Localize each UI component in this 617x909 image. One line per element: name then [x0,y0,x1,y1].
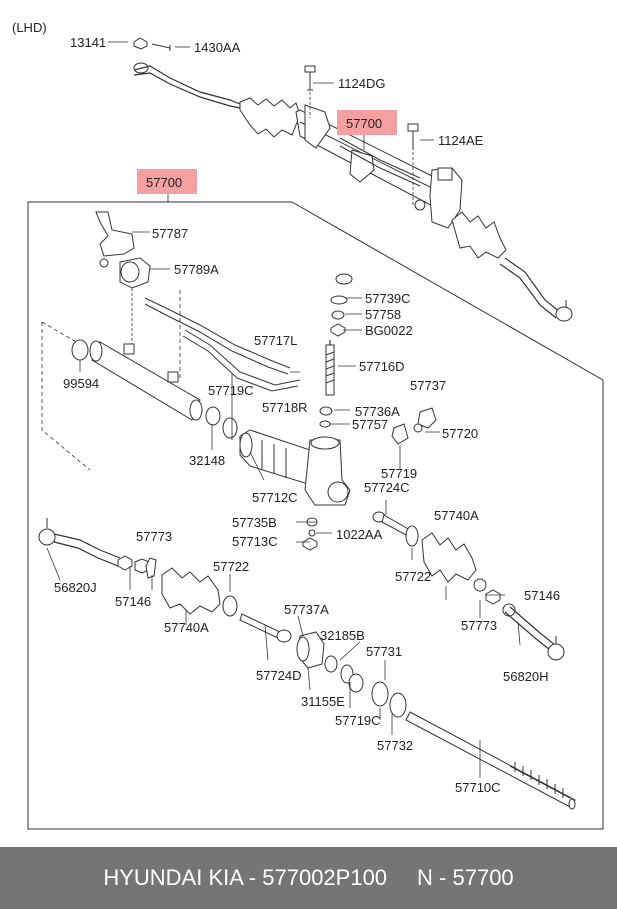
label-57758: 57758 [365,307,401,322]
label-57716d: 57716D [359,359,405,374]
label-57773-left: 57773 [136,529,172,544]
top-assembly-drawing [108,37,573,322]
label-99594: 99594 [63,376,99,391]
label-31155e: 31155E [301,694,345,709]
label-57739c: 57739C [365,291,411,306]
label-1022aa: 1022AA [336,527,383,542]
label-57713c: 57713C [232,534,278,549]
label-57720: 57720 [442,426,478,441]
label-57736a: 57736A [355,404,400,419]
label-57722-left: 57722 [213,559,249,574]
callout-labels: (LHD) 13141 1430AA 1124DG 57700 1124AE 5… [12,20,560,795]
label-57787: 57787 [152,226,188,241]
label-57717l: 57717L [254,333,297,348]
label-56820h: 56820H [503,669,549,684]
exploded-parts-diagram: (LHD) 13141 1430AA 1124DG 57700 1124AE 5… [12,20,604,830]
label-57710c: 57710C [455,780,501,795]
highlight-assy-top [337,110,397,135]
label-57773-right: 57773 [461,618,497,633]
label-57735b: 57735B [232,515,277,530]
label-57719c-top: 57719C [208,383,254,398]
label-57724d: 57724D [256,668,302,683]
part-number-footer: HYUNDAI KIA - 577002P100 N - 57700 [0,847,617,909]
exploded-components [38,211,576,810]
label-57722-right: 57722 [395,569,431,584]
variant-label: (LHD) [12,20,47,35]
label-57712c: 57712C [252,490,298,505]
label-57740a-right: 57740A [434,508,479,523]
label-1124ae: 1124AE [438,133,484,148]
label-57718r: 57718R [262,400,308,415]
label-1430aa: 1430AA [194,40,241,55]
label-57146-right: 57146 [524,588,560,603]
label-bg0022: BG0022 [365,323,413,338]
label-13141: 13141 [70,35,106,50]
label-57146-left: 57146 [115,594,151,609]
label-57732: 57732 [377,738,413,753]
label-57757: 57757 [352,417,388,432]
label-57719c-bottom: 57719C [335,713,381,728]
exploded-view-frame [27,201,604,830]
label-56820j: 56820J [54,580,97,595]
label-57789a: 57789A [174,262,219,277]
brand-part-number: HYUNDAI KIA - 577002P100 [103,865,388,890]
label-57724c: 57724C [364,480,410,495]
label-57731: 57731 [366,644,402,659]
reference-number: N - 57700 [417,865,514,890]
label-57719: 57719 [381,466,417,481]
label-57700-main: 57700 [146,175,182,190]
highlight-assy-main [137,169,197,194]
label-32185b: 32185B [320,628,365,643]
label-1124dg: 1124DG [338,76,385,91]
label-32148: 32148 [189,453,225,468]
label-57737: 57737 [410,378,446,393]
label-57737a: 57737A [284,602,329,617]
label-57740a-left: 57740A [164,620,209,635]
label-57700-top: 57700 [346,116,382,131]
